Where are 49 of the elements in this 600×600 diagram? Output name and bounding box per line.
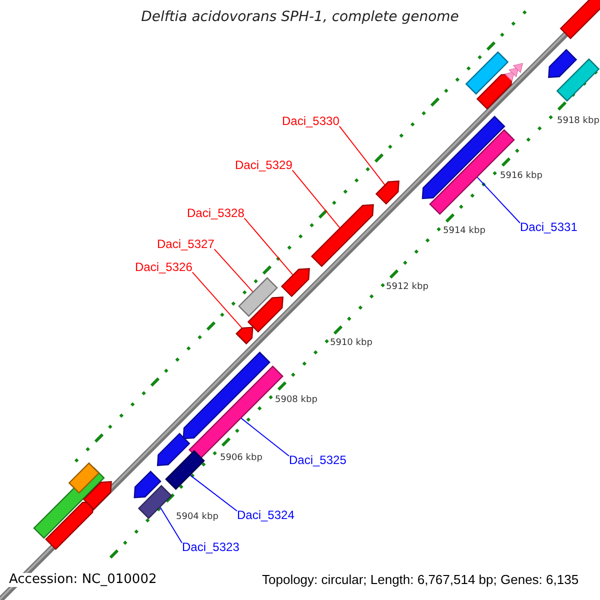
footer-text: Topology: circular; Length: 6,767,514 bp; Genes: 6,135 bbox=[262, 573, 579, 588]
scale-label: 5910 kbp bbox=[330, 339, 372, 349]
scale-label: 5916 kbp bbox=[500, 172, 542, 182]
gene-block bbox=[134, 470, 162, 498]
leader-line bbox=[214, 248, 254, 292]
scale-label: 5906 kbp bbox=[220, 454, 262, 464]
gene-block bbox=[310, 204, 374, 268]
gene-label: Daci_5330 bbox=[282, 115, 340, 128]
gene-label: Daci_5327 bbox=[157, 238, 214, 252]
leader-line bbox=[160, 506, 182, 544]
gene-bar bbox=[465, 51, 509, 95]
scale-label: 5914 kbp bbox=[443, 227, 486, 237]
gene-block bbox=[156, 432, 190, 466]
leader-line bbox=[476, 176, 520, 224]
gene-bar bbox=[556, 58, 600, 102]
gene-label: Daci_5323 bbox=[182, 541, 240, 554]
gene-block bbox=[476, 74, 512, 110]
gene-block bbox=[247, 296, 284, 333]
scale-label: 5904 kbp bbox=[176, 513, 218, 523]
leader-line bbox=[292, 170, 340, 228]
leader-line bbox=[244, 218, 294, 276]
gene-bar bbox=[165, 450, 205, 490]
gene-label: Daci_5331 bbox=[520, 221, 578, 234]
gene-bar bbox=[238, 277, 278, 317]
gene-label: Daci_5329 bbox=[235, 159, 292, 172]
gene-label: Daci_5325 bbox=[289, 454, 346, 468]
scale-label: 5918 kbp bbox=[557, 117, 600, 127]
gene-bar bbox=[138, 484, 172, 520]
scale-label: 5908 kbp bbox=[275, 396, 318, 406]
gene-bar bbox=[68, 462, 100, 494]
gene-block bbox=[280, 268, 310, 298]
gene-block bbox=[236, 326, 254, 344]
gene-label: Daci_5328 bbox=[187, 207, 244, 220]
gene-label: Daci_5326 bbox=[135, 261, 192, 274]
gene-block bbox=[548, 48, 578, 78]
gene-block bbox=[375, 180, 400, 205]
gene-label: Daci_5324 bbox=[237, 509, 294, 522]
gene-block bbox=[44, 501, 94, 550]
leader-line bbox=[190, 474, 238, 512]
footer-text: Accession: NC_010002 bbox=[9, 573, 157, 588]
title: Delftia acidovorans SPH-1, complete genome bbox=[140, 10, 460, 26]
gene-block bbox=[560, 0, 600, 40]
leader-line bbox=[338, 126, 386, 186]
leader-line bbox=[192, 272, 242, 328]
leader-line bbox=[240, 418, 290, 456]
gene-block bbox=[182, 352, 270, 440]
gene-block bbox=[82, 481, 112, 510]
scale-label: 5912 kbp bbox=[386, 283, 428, 293]
repeat-marker bbox=[504, 63, 523, 82]
